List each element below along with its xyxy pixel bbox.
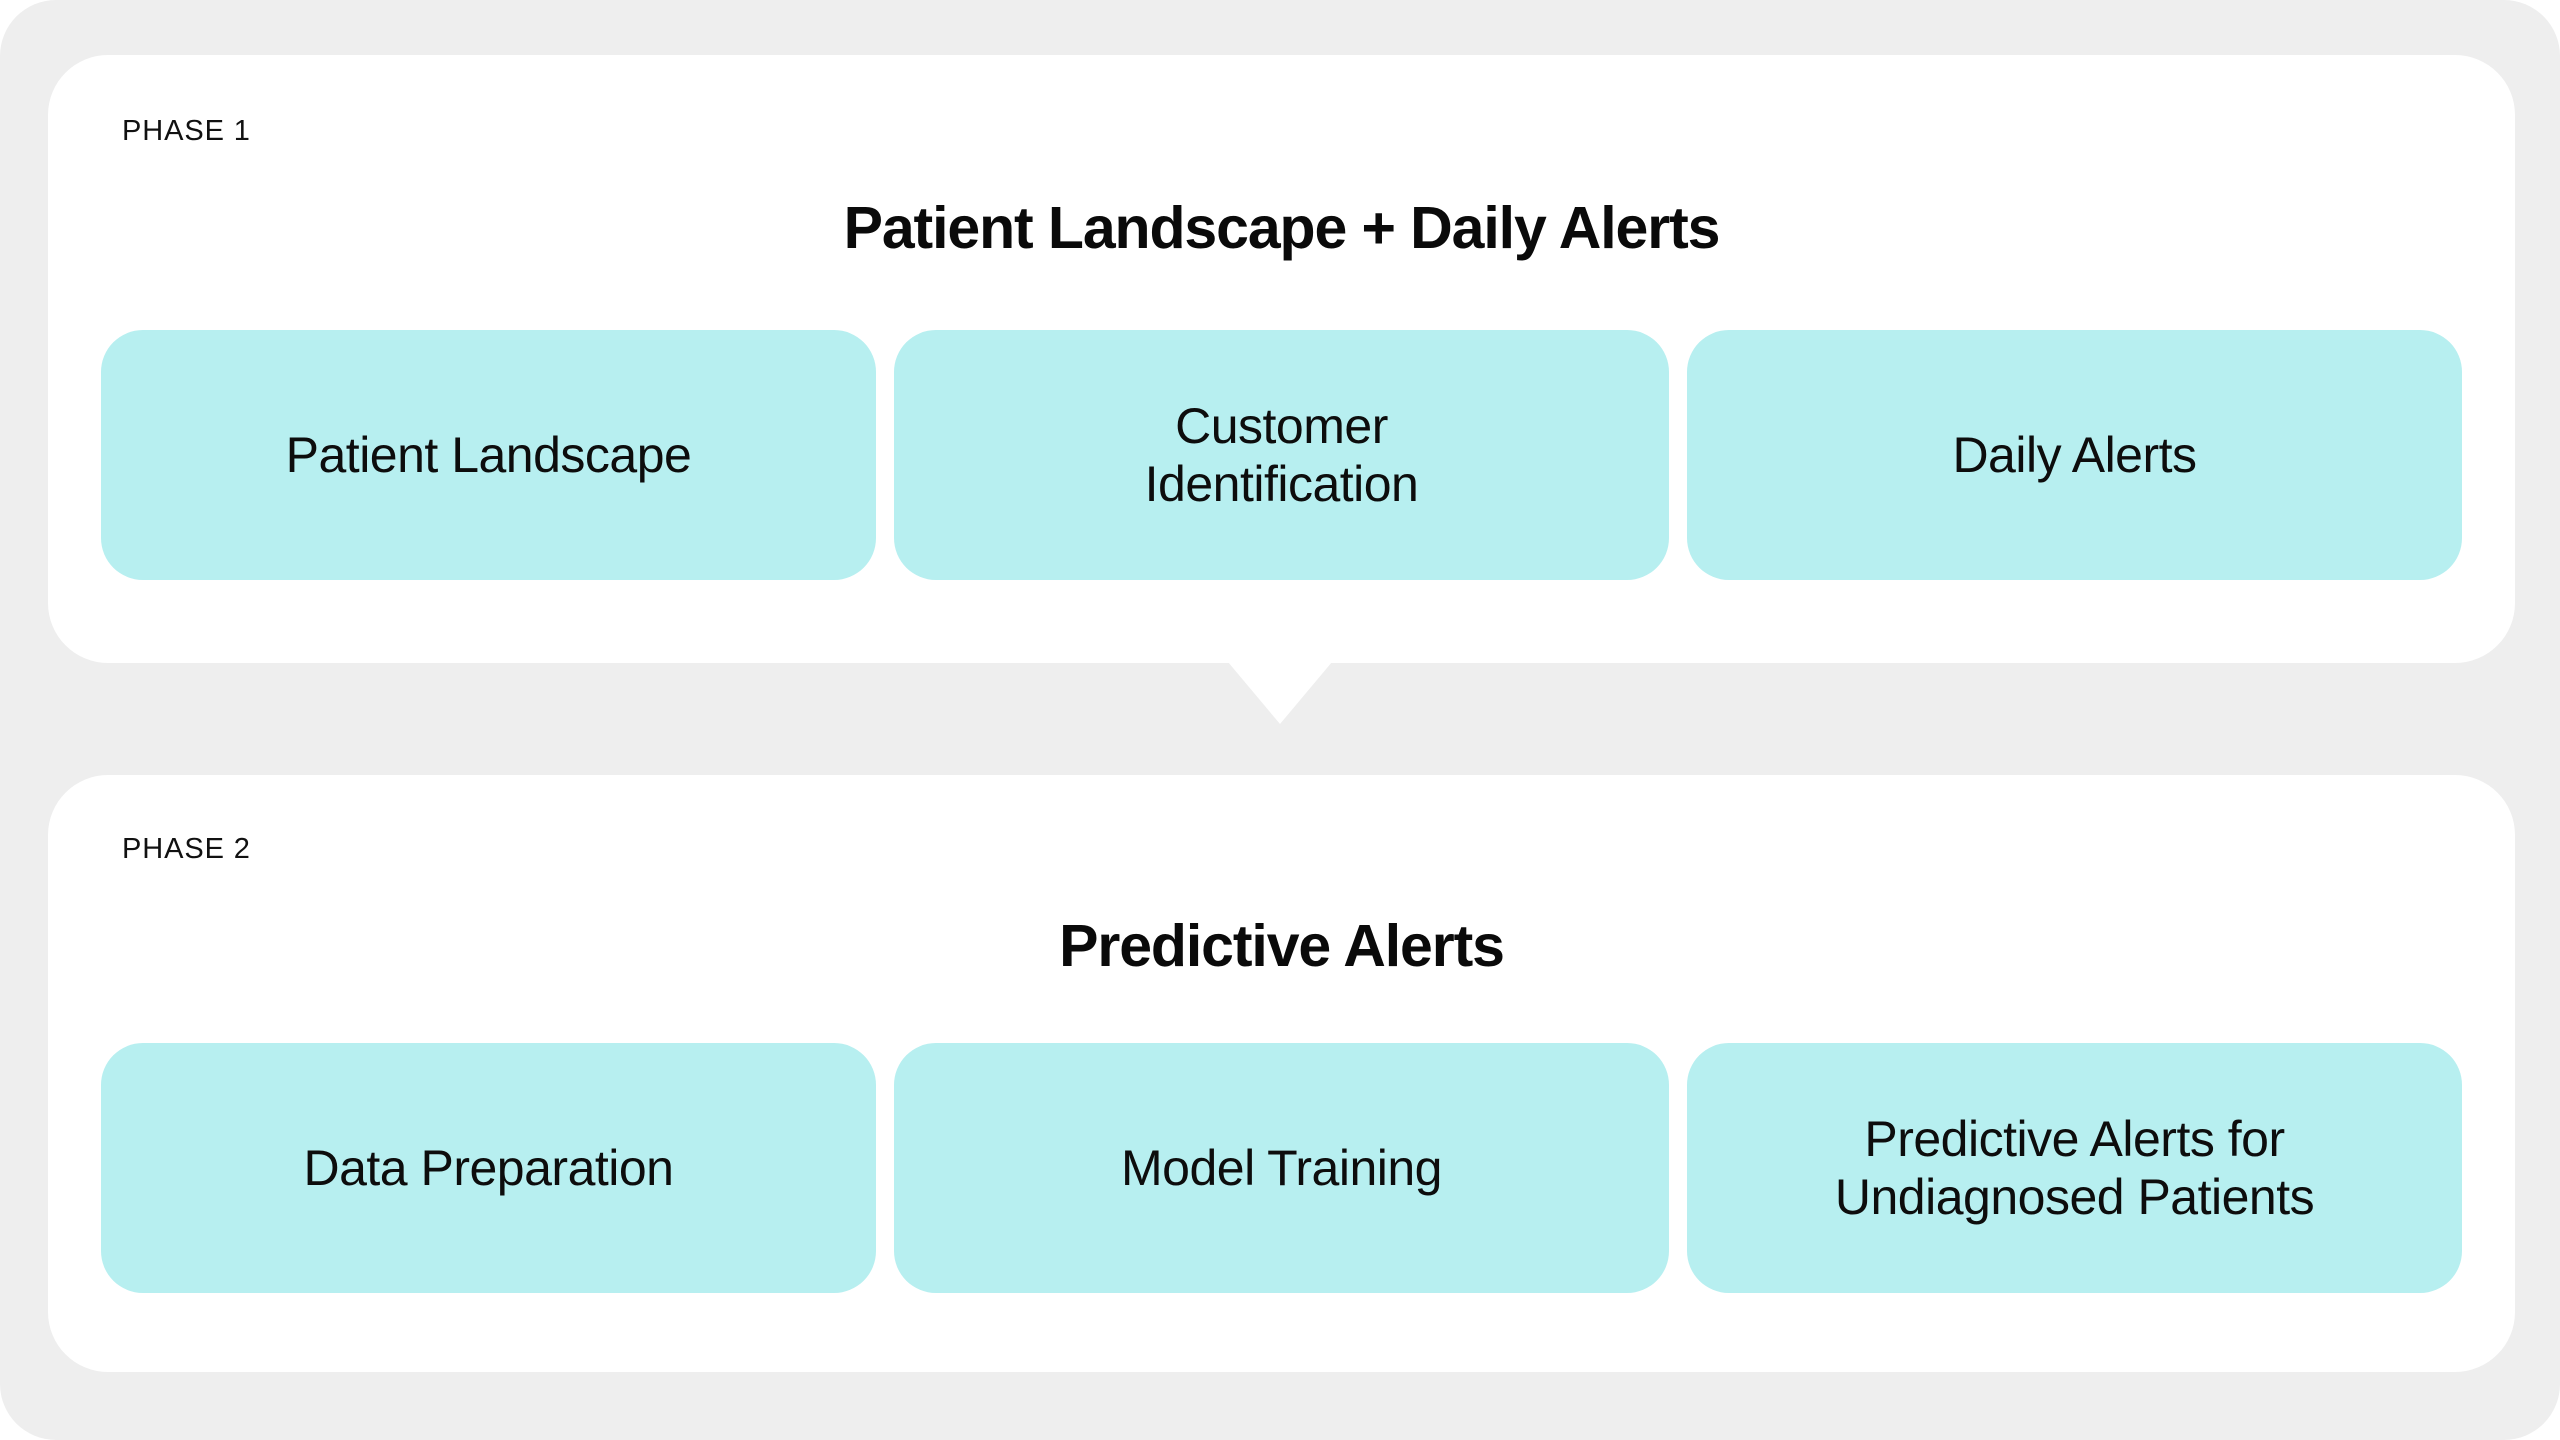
phase-1-label: PHASE 1 — [122, 115, 251, 147]
phase-2-card: PHASE 2 Predictive Alerts Data Preparati… — [48, 775, 2515, 1372]
step-pill-patient-landscape[interactable]: Patient Landscape — [101, 330, 876, 580]
phase-2-step-row: Data Preparation Model Training Predicti… — [101, 1043, 2462, 1293]
step-pill-model-training[interactable]: Model Training — [894, 1043, 1669, 1293]
step-pill-data-preparation[interactable]: Data Preparation — [101, 1043, 876, 1293]
step-pill-label: Model Training — [1121, 1139, 1442, 1196]
phase-1-title: Patient Landscape + Daily Alerts — [843, 194, 1721, 261]
triangle-down-icon — [1228, 662, 1332, 724]
step-pill-label: Daily Alerts — [1952, 426, 2197, 483]
step-pill-label: Data Preparation — [303, 1139, 674, 1196]
step-pill-label: Patient Landscape — [285, 426, 692, 483]
phase-2-title: Predictive Alerts — [1059, 912, 1505, 979]
phase-2-label: PHASE 2 — [122, 833, 251, 865]
phase-1-card: PHASE 1 Patient Landscape + Daily Alerts… — [48, 55, 2515, 663]
step-pill-daily-alerts[interactable]: Daily Alerts — [1687, 330, 2462, 580]
